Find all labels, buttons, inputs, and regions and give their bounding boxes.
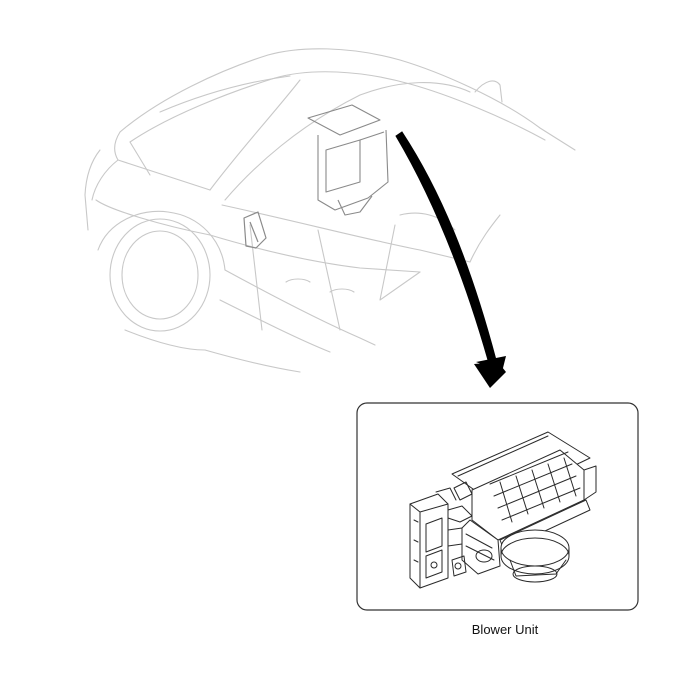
vehicle-outline-icon [84,48,576,373]
callout-arrow-icon [395,131,506,388]
component-caption: Blower Unit [471,622,539,637]
blower-unit-icon [409,431,597,589]
dashboard-highlight-icon [307,104,389,216]
side-mirror-icon [243,211,267,249]
